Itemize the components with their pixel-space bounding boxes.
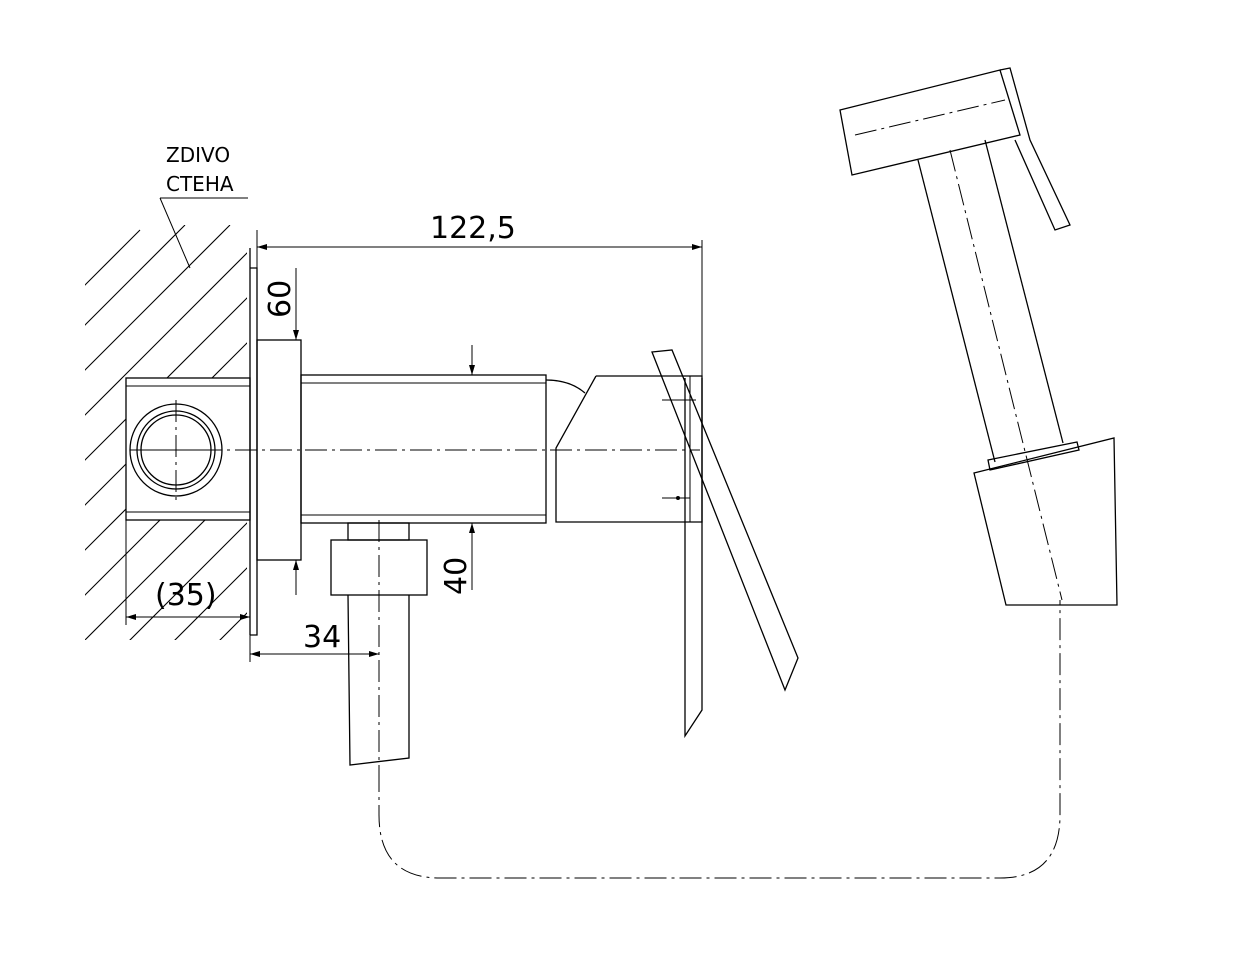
dim-body-height-value: 40: [439, 557, 474, 595]
wall-label-line2: СТЕНА: [166, 172, 234, 196]
dim-overall-length-value: 122,5: [430, 211, 516, 246]
dim-outlet-offset-value: 34: [303, 620, 341, 655]
lever-handle[interactable]: [651, 349, 799, 739]
dimension-outlet-offset: 34: [249, 620, 379, 662]
dimension-box-depth: (35): [125, 520, 250, 625]
dimension-overall-length: 122,5: [256, 211, 703, 376]
hose-path: [378, 600, 1061, 879]
outlet-connector: [330, 520, 428, 780]
dim-flange-height-value: 60: [263, 280, 298, 318]
dimension-flange-height: 60: [263, 268, 299, 595]
wall-plate: [249, 248, 258, 636]
dimension-body-height: 40: [439, 345, 475, 595]
hand-shower[interactable]: [839, 67, 1118, 606]
wall-label: ZDIVO СТЕНА: [159, 143, 248, 269]
wall-label-line1: ZDIVO: [166, 143, 230, 167]
cartridge-housing: [555, 375, 703, 523]
dim-box-depth-value: (35): [155, 578, 217, 613]
mixer-body: [300, 374, 586, 524]
